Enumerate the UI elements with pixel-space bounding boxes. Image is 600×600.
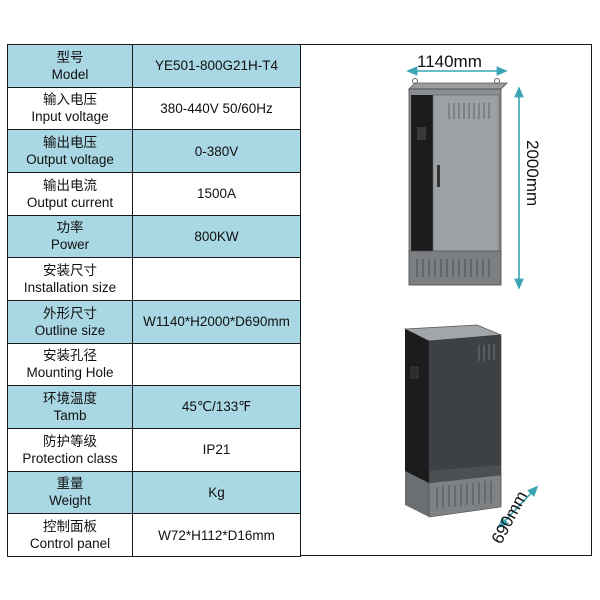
spec-value: W1140*H2000*D690mm xyxy=(132,299,301,344)
spec-value: 800KW xyxy=(132,214,301,259)
cabinet-angled-view xyxy=(403,324,502,518)
spec-row-output-current: 输出电流 Output current 1500A xyxy=(7,171,301,216)
spec-row-control-panel: 控制面板 Control panel W72*H112*D16mm xyxy=(7,513,301,557)
spec-label-zh: 功率 xyxy=(56,220,84,236)
spec-row-input-voltage: 输入电压 Input voltage 380-440V 50/60Hz xyxy=(7,86,301,131)
spec-value: YE501-800G21H-T4 xyxy=(132,44,301,88)
spec-label-zh: 控制面板 xyxy=(43,519,97,535)
spec-label-en: Tamb xyxy=(53,408,87,424)
spec-label-en: Output current xyxy=(26,194,114,210)
spec-label: 型号 Model xyxy=(7,44,133,88)
spec-row-power: 功率 Power 800KW xyxy=(7,214,301,259)
spec-value: 45℃/133℉ xyxy=(132,385,301,429)
spec-label-zh: 环境温度 xyxy=(43,391,97,407)
spec-label-en: Control panel xyxy=(29,536,111,552)
spec-label-zh: 重量 xyxy=(56,476,84,492)
spec-label: 重量 Weight xyxy=(7,470,133,515)
product-image-panel: 1140mm 2000mm xyxy=(301,44,592,556)
spec-label-zh: 型号 xyxy=(56,49,84,65)
spec-label: 功率 Power xyxy=(7,214,133,259)
spec-value xyxy=(132,342,301,387)
spec-label-en: Output voltage xyxy=(26,152,114,168)
spec-row-outline-size: 外形尺寸 Outline size W1140*H2000*D690mm xyxy=(7,299,301,344)
cabinet-illustration: 1140mm 2000mm xyxy=(403,52,542,547)
spec-label: 安装孔径 Mounting Hole xyxy=(7,342,133,387)
spec-value: Kg xyxy=(132,470,301,515)
spec-row-weight: 重量 Weight Kg xyxy=(7,470,301,515)
spec-value: 380-440V 50/60Hz xyxy=(132,86,301,131)
spec-label-en: Outline size xyxy=(34,322,106,338)
spec-table: 型号 Model YE501-800G21H-T4 输入电压 Input vol… xyxy=(7,44,301,557)
spec-row-model: 型号 Model YE501-800G21H-T4 xyxy=(7,44,301,88)
cabinet-front-view xyxy=(408,78,508,286)
spec-value xyxy=(132,257,301,301)
spec-row-tamb: 环境温度 Tamb 45℃/133℉ xyxy=(7,385,301,429)
spec-label-en: Installation size xyxy=(23,280,117,296)
spec-value: 0-380V xyxy=(132,129,301,173)
spec-label: 安装尺寸 Installation size xyxy=(7,257,133,301)
spec-label-zh: 输出电压 xyxy=(43,135,97,151)
spec-label-en: Weight xyxy=(49,493,91,509)
spec-row-installation-size: 安装尺寸 Installation size xyxy=(7,257,301,301)
spec-label-en: Input voltage xyxy=(31,109,109,125)
spec-label-zh: 安装尺寸 xyxy=(43,263,97,279)
spec-label-en: Protection class xyxy=(22,450,118,466)
spec-label-zh: 安装孔径 xyxy=(43,348,97,364)
spec-label: 防护等级 Protection class xyxy=(7,427,133,472)
spec-label-en: Power xyxy=(50,237,90,253)
spec-row-mounting-hole: 安装孔径 Mounting Hole xyxy=(7,342,301,387)
spec-label-zh: 输出电流 xyxy=(43,177,97,193)
spec-row-output-voltage: 输出电压 Output voltage 0-380V xyxy=(7,129,301,173)
spec-label: 环境温度 Tamb xyxy=(7,385,133,429)
spec-value: W72*H112*D16mm xyxy=(132,513,301,557)
width-dimension-label: 1140mm xyxy=(417,52,482,71)
spec-label-en: Mounting Hole xyxy=(26,365,114,381)
spec-value: 1500A xyxy=(132,171,301,216)
spec-label: 输出电压 Output voltage xyxy=(7,129,133,173)
spec-row-protection-class: 防护等级 Protection class IP21 xyxy=(7,427,301,472)
spec-label: 输出电流 Output current xyxy=(7,171,133,216)
depth-arrow xyxy=(497,485,539,529)
spec-label-zh: 输入电压 xyxy=(43,92,97,108)
spec-value: IP21 xyxy=(132,427,301,472)
spec-label-en: Model xyxy=(51,66,89,82)
spec-label-zh: 防护等级 xyxy=(43,433,97,449)
spec-label: 控制面板 Control panel xyxy=(7,513,133,557)
spec-label-zh: 外形尺寸 xyxy=(43,305,97,321)
spec-label: 输入电压 Input voltage xyxy=(7,86,133,131)
height-dimension-label: 2000mm xyxy=(523,140,542,206)
spec-label: 外形尺寸 Outline size xyxy=(7,299,133,344)
